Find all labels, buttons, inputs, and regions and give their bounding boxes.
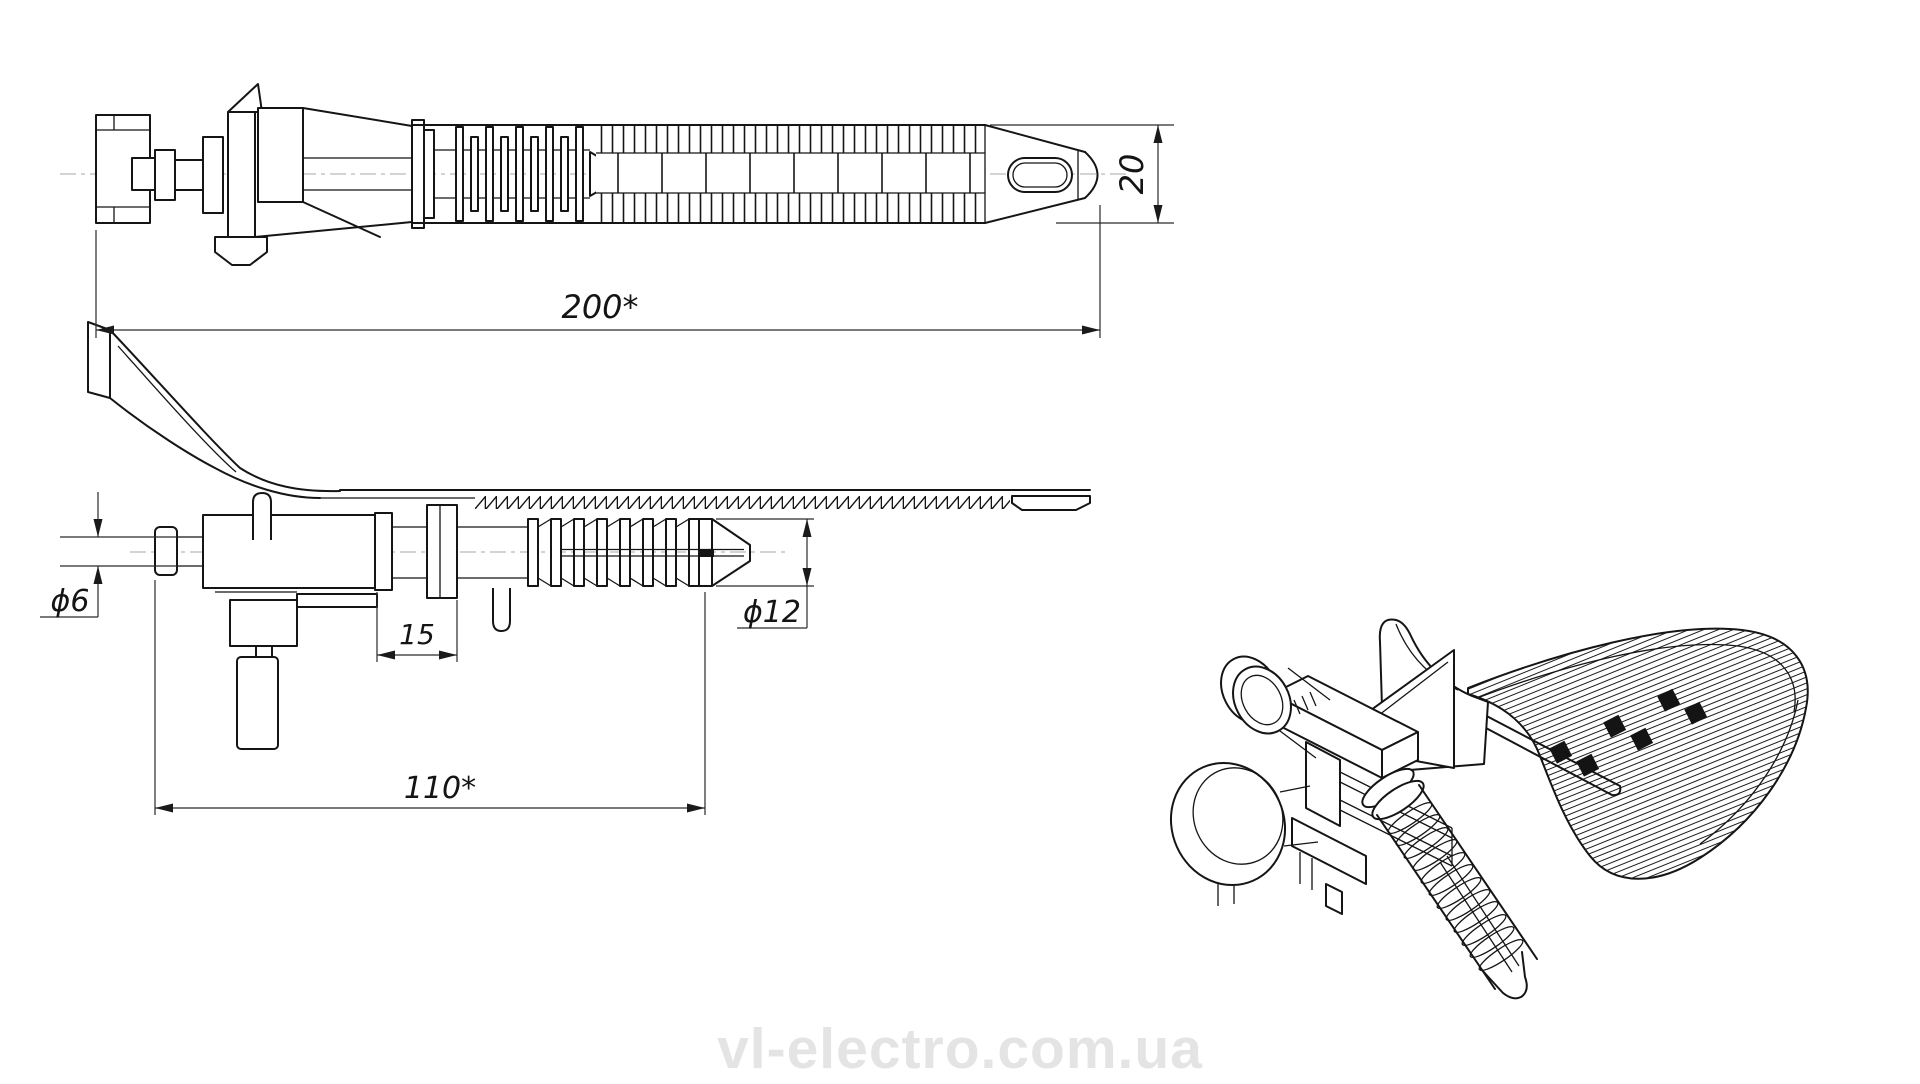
profile-view <box>87 321 1091 750</box>
dim-flange-gap: 15 <box>399 618 435 651</box>
dimension-annotations: 200* 20 ϕ6 15 ϕ12 110* <box>40 124 1174 815</box>
isometric-view <box>1169 618 1809 1000</box>
watermark-text: vl-electro.com.ua <box>717 1017 1203 1081</box>
dim-pin-diameter: ϕ6 <box>51 584 90 619</box>
side-view-strap <box>60 83 1130 266</box>
dim-tip-width: 20 <box>1113 154 1151 195</box>
dim-dowel-diameter: ϕ12 <box>743 595 801 630</box>
dim-body-length: 110* <box>404 771 476 806</box>
dim-total-length: 200* <box>561 288 638 326</box>
